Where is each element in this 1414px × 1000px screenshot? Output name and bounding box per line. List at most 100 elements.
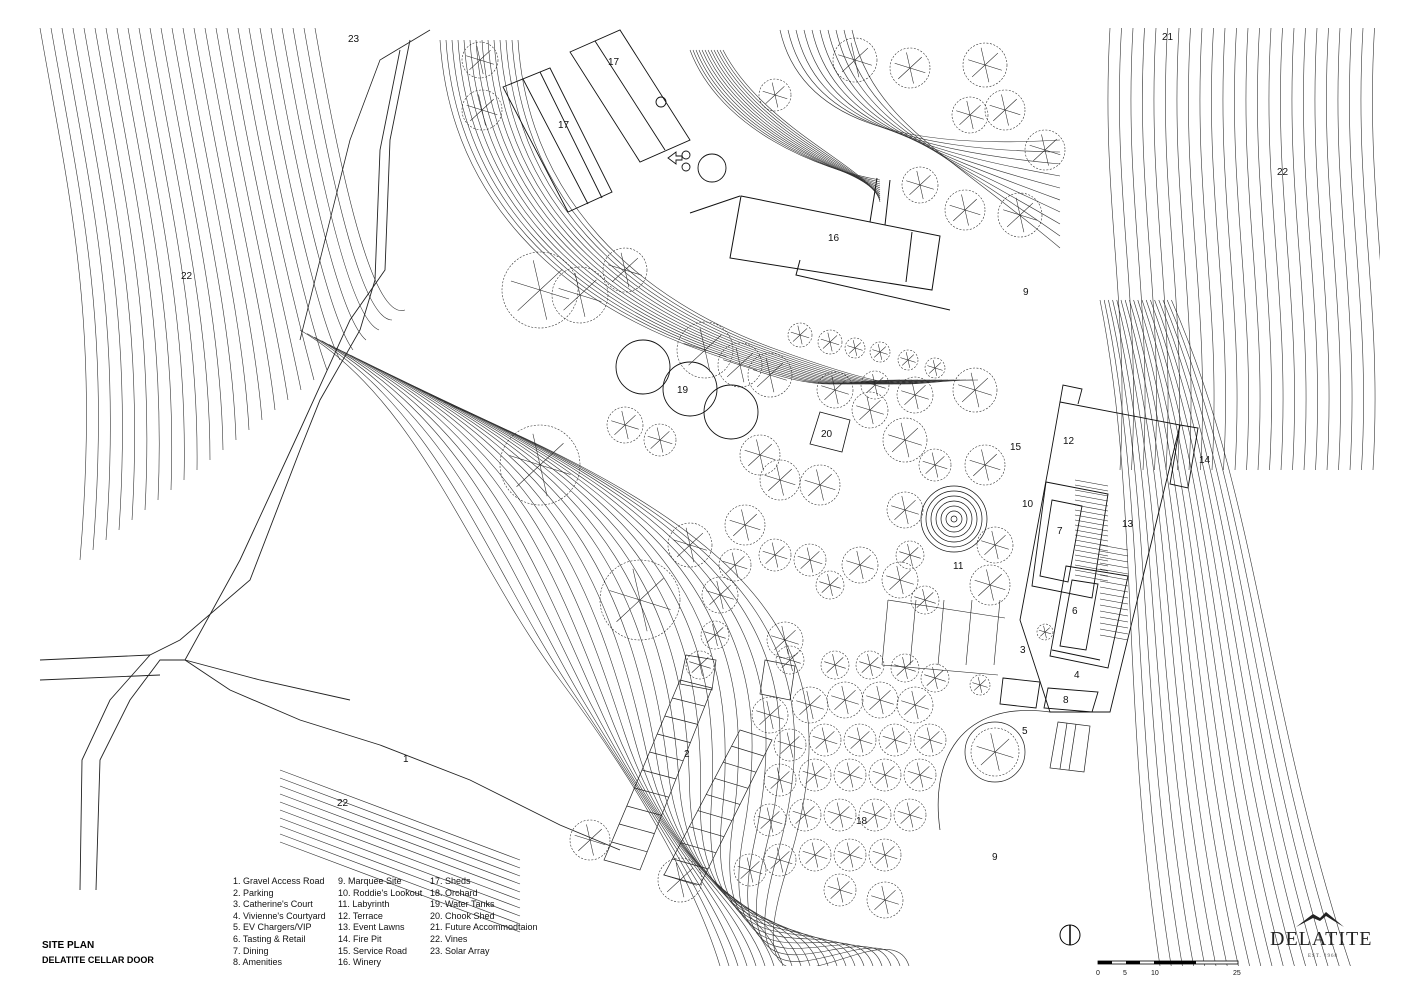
north-arrow-icon <box>1059 924 1081 946</box>
tree-icon <box>759 459 801 501</box>
tree-icon <box>1024 129 1066 171</box>
legend-item: 17. Sheds <box>430 876 471 886</box>
legend-item: 10. Roddie's Lookout <box>338 887 423 898</box>
label-vines-left: 22 <box>181 271 193 282</box>
tree-icon <box>997 192 1043 238</box>
tree-icon <box>832 37 878 83</box>
tree-icon <box>657 857 703 903</box>
vine-rows-right <box>1107 27 1380 471</box>
legend-item: 6. Tasting & Retail <box>233 933 306 944</box>
page-title: SITE PLAN <box>42 940 95 951</box>
feature-tree-circle <box>964 721 1026 783</box>
tree-icon <box>739 434 781 476</box>
tree-icon <box>799 464 841 506</box>
label-future-accommodation: 21 <box>1162 32 1174 43</box>
ev-chargers-bays <box>937 710 1091 831</box>
tree-icon <box>833 758 867 792</box>
legend-item: 7. Dining <box>233 945 269 956</box>
tree-icon <box>944 189 986 231</box>
label-service-road: 15 <box>1010 442 1022 453</box>
label-sheds-a: 17 <box>608 57 620 68</box>
tree-icon <box>962 42 1008 88</box>
tree-icon <box>724 504 766 546</box>
tree-icon <box>868 838 902 872</box>
tree-icon <box>841 546 879 584</box>
tree-icon <box>893 798 927 832</box>
label-fire-pit: 14 <box>1199 455 1211 466</box>
tree-icon <box>763 843 797 877</box>
tree-icon <box>718 548 752 582</box>
label-event-lawns: 13 <box>1122 519 1134 530</box>
legend-item: 2. Parking <box>233 887 274 898</box>
tree-icon <box>964 444 1006 486</box>
legend-item: 11. Labyrinth <box>338 899 390 910</box>
water-tanks <box>615 339 759 440</box>
tree-icon <box>851 391 889 429</box>
page-subtitle: DELATITE CELLAR DOOR <box>42 955 154 965</box>
tree-icon <box>890 653 920 683</box>
tree-icon <box>951 96 989 134</box>
tree-icon <box>820 650 850 680</box>
winery-building <box>689 177 951 311</box>
label-marquee-site-upper: 9 <box>1023 287 1029 298</box>
tree-icon <box>896 686 934 724</box>
tree-icon <box>970 727 1020 777</box>
tree-icon <box>823 873 857 907</box>
legend-item: 9. Marquee Site <box>338 876 402 886</box>
tree-icon <box>901 166 939 204</box>
tree-icon <box>886 491 924 529</box>
tree-icon <box>858 798 892 832</box>
tree-icon <box>833 838 867 872</box>
chook-shed <box>809 411 851 453</box>
legend-item: 12. Terrace <box>338 910 383 921</box>
tree-icon <box>569 819 611 861</box>
scale-bar <box>1097 960 1239 965</box>
legend-item: 19. Water Tanks <box>430 899 495 910</box>
vine-rows-left <box>39 27 406 561</box>
scale-label-5: 5 <box>1123 970 1127 977</box>
tree-icon <box>881 561 919 599</box>
tree-icon <box>700 620 730 650</box>
scale-label-25: 25 <box>1233 970 1241 977</box>
legend-item: 21. Future Accommodtaion <box>430 922 538 933</box>
tree-icon <box>676 321 734 379</box>
tree-icon <box>816 371 854 409</box>
tree-icon <box>969 564 1011 606</box>
tree-icon <box>667 522 713 568</box>
cellar-door-complex <box>999 384 1199 713</box>
tree-icon <box>924 357 946 379</box>
tree-icon <box>753 803 787 837</box>
tree-icon <box>747 352 793 398</box>
legend-item: 16. Winery <box>338 957 382 968</box>
tree-icon <box>903 758 937 792</box>
label-labyrinth: 11 <box>953 561 964 572</box>
tree-icon <box>952 367 998 413</box>
labyrinth <box>920 485 988 553</box>
tree-icon <box>878 723 912 757</box>
tree-icon <box>685 650 715 680</box>
tree-icon <box>860 370 890 400</box>
tree-icon <box>701 576 739 614</box>
tree-icon <box>826 681 864 719</box>
label-catherines-court: 3 <box>1020 645 1026 656</box>
label-gravel-access-road: 1 <box>403 754 409 765</box>
label-ev-chargers: 5 <box>1022 726 1028 737</box>
label-vines-right: 22 <box>1277 167 1289 178</box>
contour-lines <box>299 299 1351 966</box>
tree-icon <box>843 723 877 757</box>
contour-lines-upper <box>439 29 1061 385</box>
tree-icon <box>599 559 681 641</box>
tree-icon <box>897 349 919 371</box>
trees <box>461 37 1066 919</box>
label-parking: 2 <box>684 749 690 760</box>
tree-icon <box>976 526 1014 564</box>
tree-icon <box>773 728 807 762</box>
legend-item: 8. Amenities <box>233 957 283 968</box>
tree-icon <box>766 621 804 659</box>
tree-icon <box>461 89 503 131</box>
tree-icon <box>844 337 866 359</box>
